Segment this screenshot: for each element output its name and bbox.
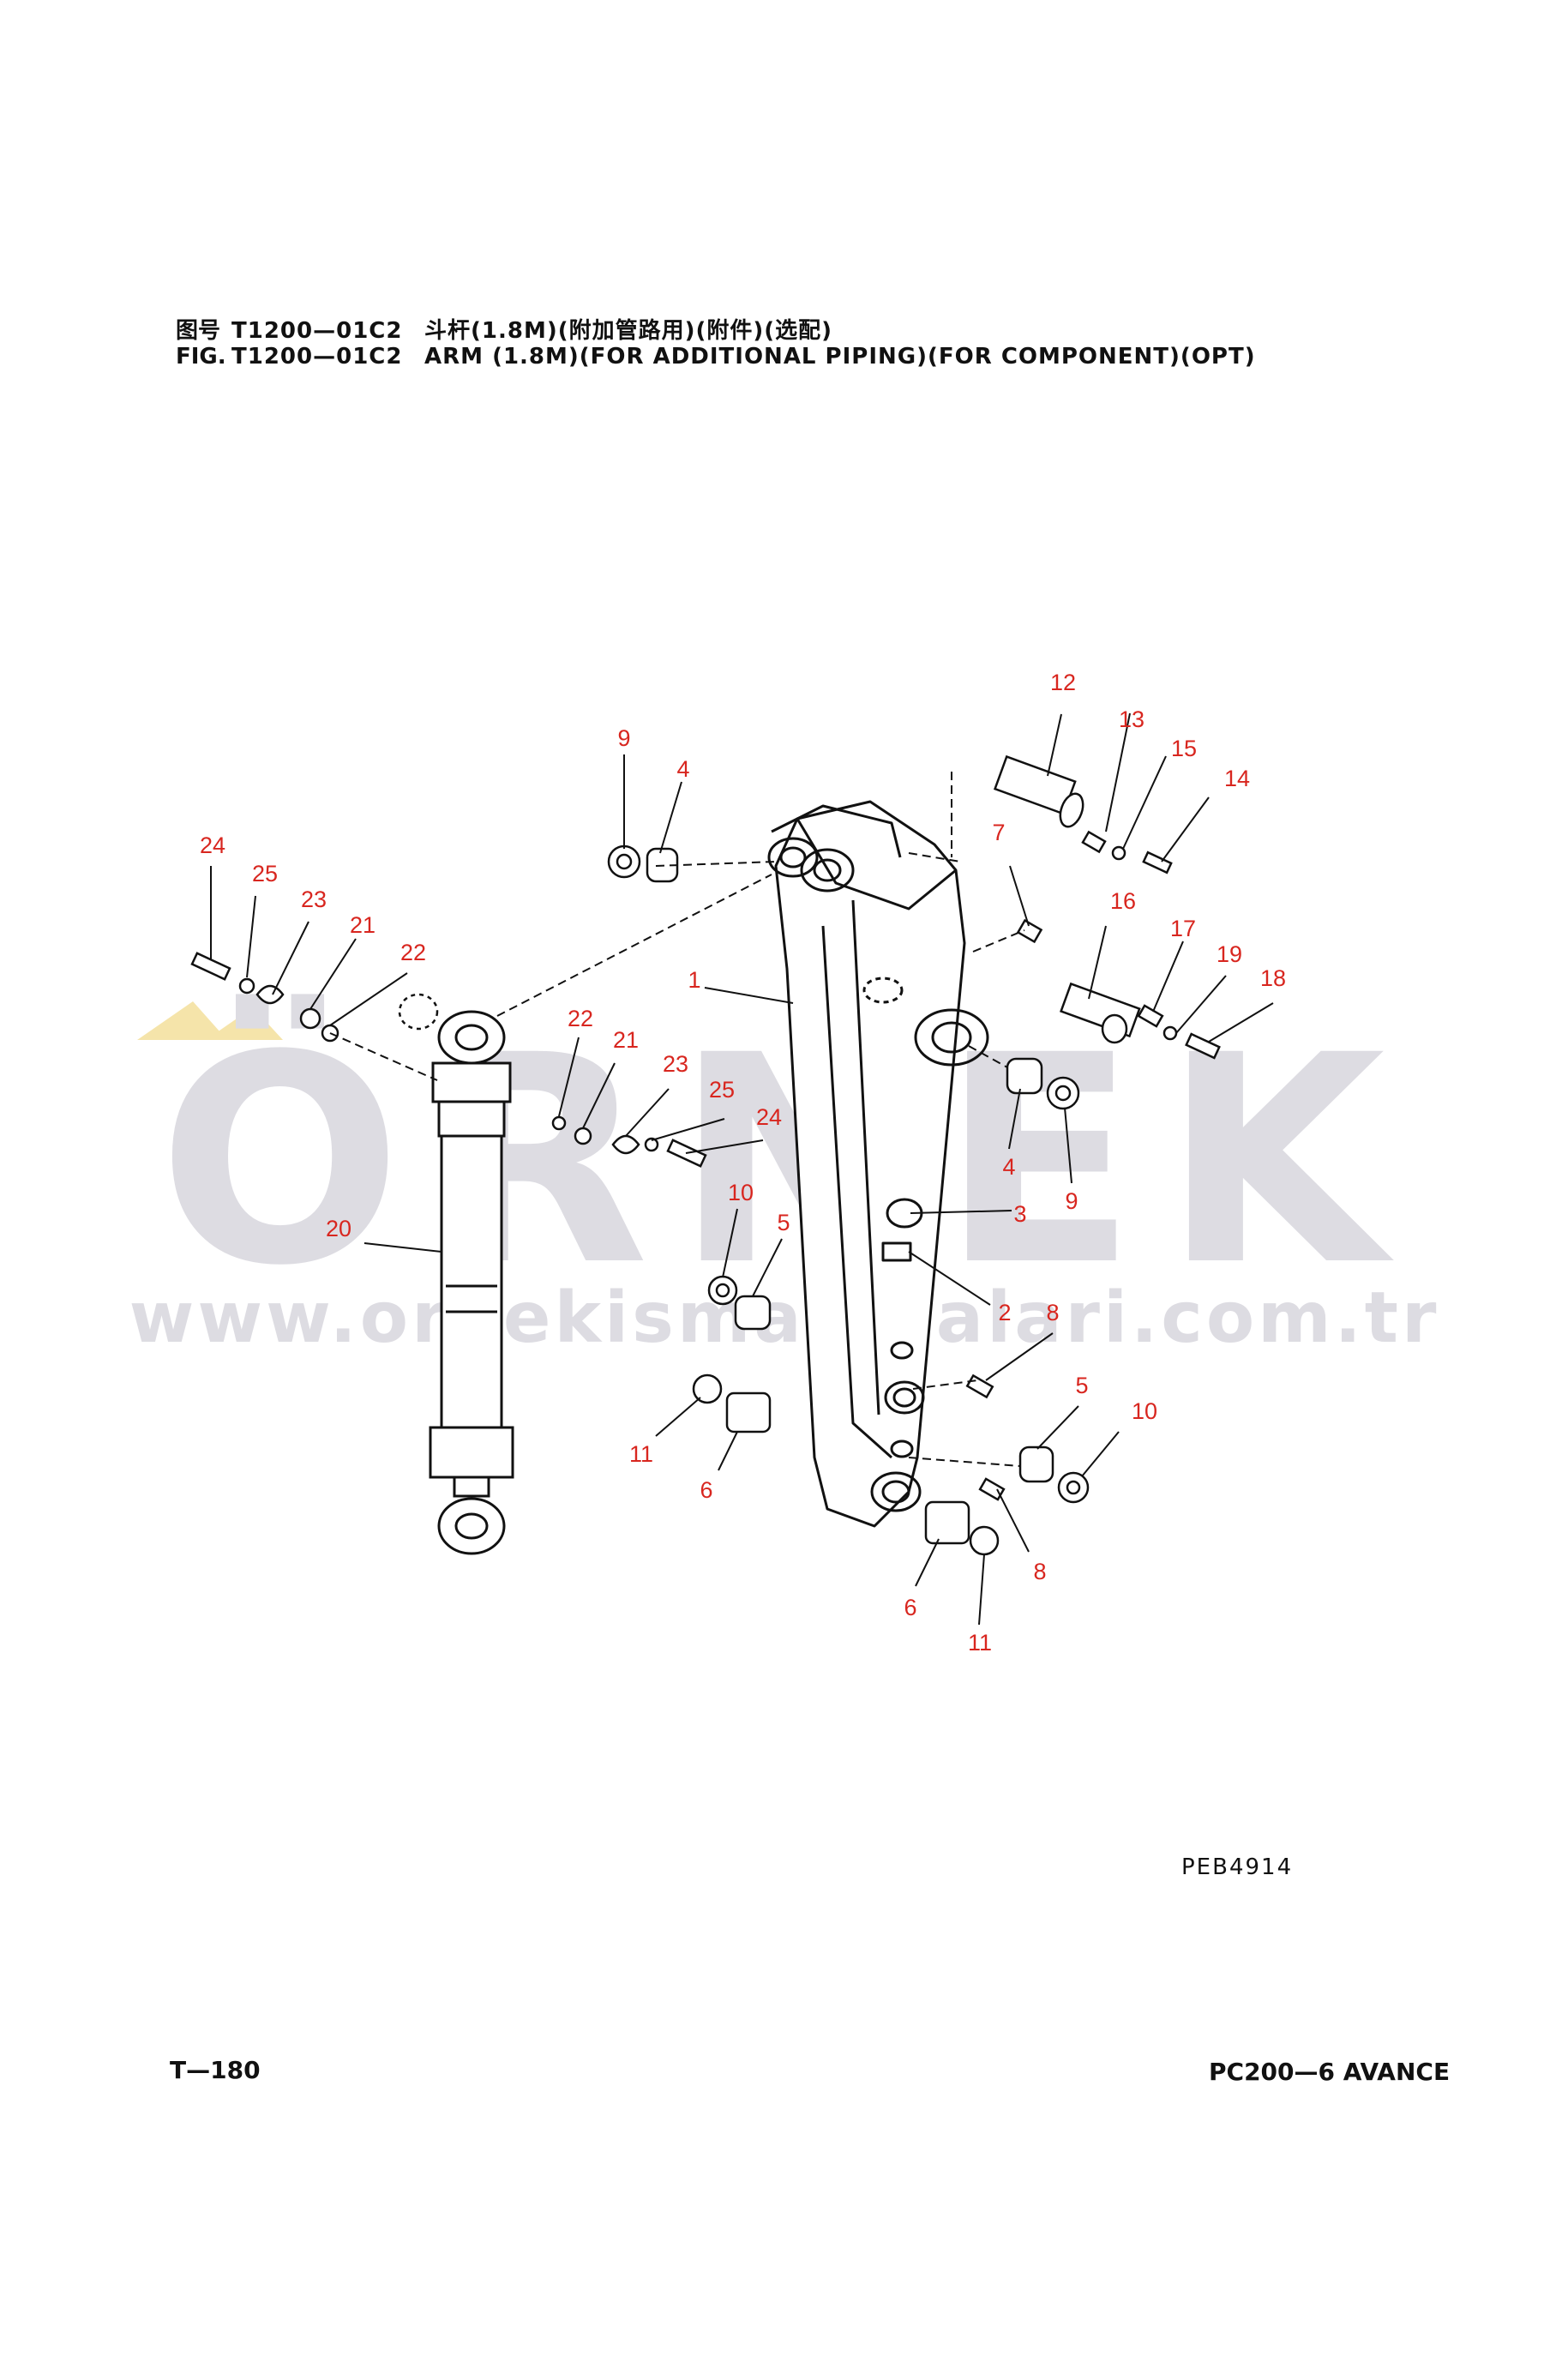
watermark-accent-icon — [137, 1001, 227, 1040]
callout-4-right: 4 — [1002, 1154, 1015, 1180]
callout-16: 16 — [1110, 888, 1136, 914]
callout-5-right: 5 — [1075, 1373, 1088, 1398]
callout-25-left: 25 — [252, 861, 278, 887]
callout-19: 19 — [1217, 941, 1242, 967]
fig-code-en: T1200—01C2 — [231, 344, 403, 370]
header-row-cn: 图号 T1200—01C2 斗杆(1.8M)(附加管路用)(附件)(选配) — [176, 313, 1256, 344]
callout-23-left: 23 — [301, 887, 327, 912]
fig-label-cn: 图号 — [176, 318, 221, 344]
callout-20: 20 — [326, 1216, 351, 1241]
callout-17: 17 — [1170, 916, 1196, 941]
callouts: 12 13 15 14 9 4 7 16 17 19 18 24 25 23 2… — [200, 670, 1286, 1656]
callout-24-mid: 24 — [756, 1104, 782, 1130]
callout-12: 12 — [1050, 670, 1076, 695]
callout-4-top: 4 — [676, 756, 689, 782]
callout-2: 2 — [998, 1300, 1011, 1325]
callout-11-right: 11 — [968, 1630, 992, 1656]
callout-24-left: 24 — [200, 832, 225, 858]
callout-21-mid: 21 — [613, 1027, 639, 1053]
callout-9-right: 9 — [1065, 1188, 1078, 1214]
callout-3: 3 — [1013, 1201, 1026, 1227]
callout-11-left: 11 — [629, 1441, 653, 1467]
callout-10-right: 10 — [1132, 1398, 1157, 1424]
callout-22-mid: 22 — [568, 1006, 593, 1031]
callout-8-bottom: 8 — [1033, 1559, 1046, 1584]
callout-1: 1 — [688, 967, 700, 993]
fig-title-en: ARM (1.8M)(FOR ADDITIONAL PIPING)(FOR CO… — [424, 344, 1256, 370]
callout-5-left: 5 — [777, 1210, 790, 1235]
header-row-en: FIG. T1200—01C2 ARM (1.8M)(FOR ADDITIONA… — [176, 344, 1256, 375]
callout-18: 18 — [1260, 965, 1286, 991]
callout-9-top: 9 — [617, 725, 630, 751]
drawing-code: PEB4914 — [1181, 1854, 1294, 1880]
callout-14: 14 — [1224, 766, 1250, 791]
callout-25-mid: 25 — [709, 1077, 735, 1103]
page-number: T—180 — [170, 2056, 261, 2084]
figure-header: 图号 T1200—01C2 斗杆(1.8M)(附加管路用)(附件)(选配) FI… — [176, 313, 1256, 375]
assembly-lines — [329, 772, 1025, 1467]
callout-10-left: 10 — [728, 1180, 754, 1205]
watermark-accent-icon-2 — [206, 1007, 283, 1040]
arm-cylinder — [429, 1010, 514, 1555]
model-name: PC200—6 AVANCE — [1209, 2058, 1451, 2086]
callout-21-left: 21 — [350, 912, 375, 938]
fig-label-en: FIG. — [176, 344, 226, 370]
watermark: ÖRNEK www.ornekismakinalari.com.tr — [129, 991, 1440, 1359]
callout-8-top: 8 — [1046, 1300, 1059, 1325]
callout-22-left: 22 — [400, 940, 426, 965]
callout-6-right: 6 — [904, 1595, 916, 1620]
fig-code-cn: T1200—01C2 — [231, 318, 403, 344]
callout-7: 7 — [992, 820, 1005, 845]
callout-23-mid: 23 — [663, 1051, 688, 1077]
hardware-parts — [190, 754, 1221, 1556]
callout-15: 15 — [1171, 736, 1197, 761]
leader-lines — [210, 712, 1274, 1626]
callout-6-left: 6 — [700, 1477, 712, 1503]
watermark-url: www.ornekismakinalari.com.tr — [129, 1277, 1440, 1359]
fig-title-cn: 斗杆(1.8M)(附加管路用)(附件)(选配) — [424, 318, 832, 344]
callout-13: 13 — [1119, 706, 1144, 732]
